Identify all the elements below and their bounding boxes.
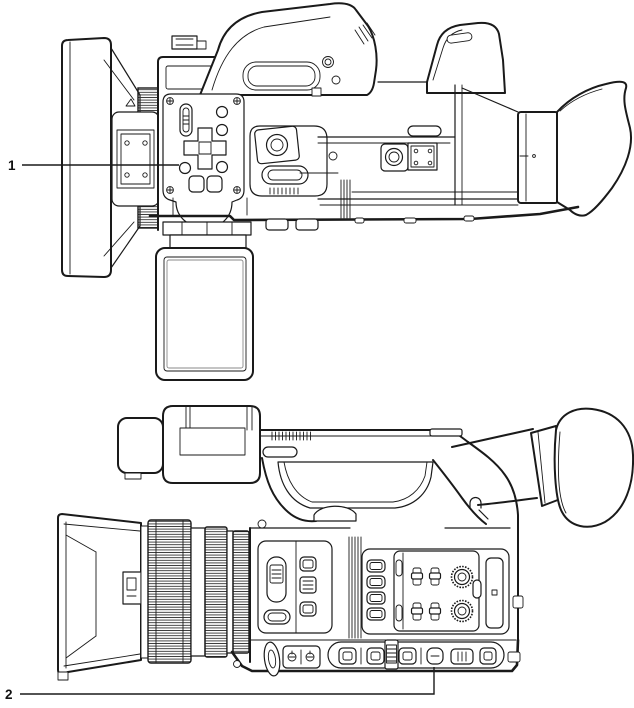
viewfinder-top (454, 80, 632, 217)
viewfinder-riser (377, 21, 506, 94)
callout-1: 1 (8, 158, 179, 173)
lens-hood-top-icon (61, 37, 141, 278)
eyecup-side-icon (553, 407, 634, 528)
panel-button (188, 175, 205, 193)
card-slot-edge (485, 557, 504, 629)
audio-level-knob-ch2 (450, 599, 474, 623)
callout-2-label: 2 (5, 687, 13, 702)
panel-button (215, 123, 229, 137)
side-view-illustration: 2 (5, 405, 634, 702)
belt-bump (313, 505, 357, 522)
top-view-underside (148, 197, 580, 231)
dpad (183, 127, 227, 170)
panel-button (206, 175, 223, 193)
callout-2: 2 (5, 667, 435, 702)
grip-controls (249, 125, 338, 197)
focus-ring (147, 519, 192, 664)
viewfinder-side (451, 407, 634, 528)
handle-control-panel (162, 93, 245, 229)
viewfinder-barrel (517, 111, 559, 204)
center-switch-panel (257, 540, 333, 634)
speaker-grille-strip (348, 536, 362, 639)
panel-button (215, 160, 229, 174)
lcd-screen (163, 256, 247, 372)
side-body (230, 441, 524, 673)
strap-hook-icon (469, 496, 489, 520)
microphone-holder (117, 405, 261, 484)
iris-ring (232, 530, 250, 654)
bottom-control-row (263, 639, 505, 677)
callout-1-label: 1 (8, 158, 16, 173)
eyecup-top-icon (556, 80, 632, 217)
callout-2-leader-line (20, 667, 435, 695)
handgrip-hump (199, 2, 378, 96)
panel-button (215, 105, 229, 119)
accessory-shoe-bracket (111, 98, 160, 207)
audio-control-panel (361, 548, 510, 635)
audio-level-knob-ch1 (450, 565, 474, 589)
lcd-panel-open (155, 221, 254, 381)
zoom-ring (204, 526, 228, 658)
lens-rings (140, 519, 250, 664)
carry-handle (259, 428, 487, 525)
lens-hood-side-icon (57, 513, 142, 681)
strap-lug (263, 641, 281, 677)
record-button (265, 133, 289, 157)
top-view-illustration: 1 (8, 2, 632, 381)
callout-1-target-button (178, 161, 192, 175)
audio-input-switches (410, 567, 442, 621)
